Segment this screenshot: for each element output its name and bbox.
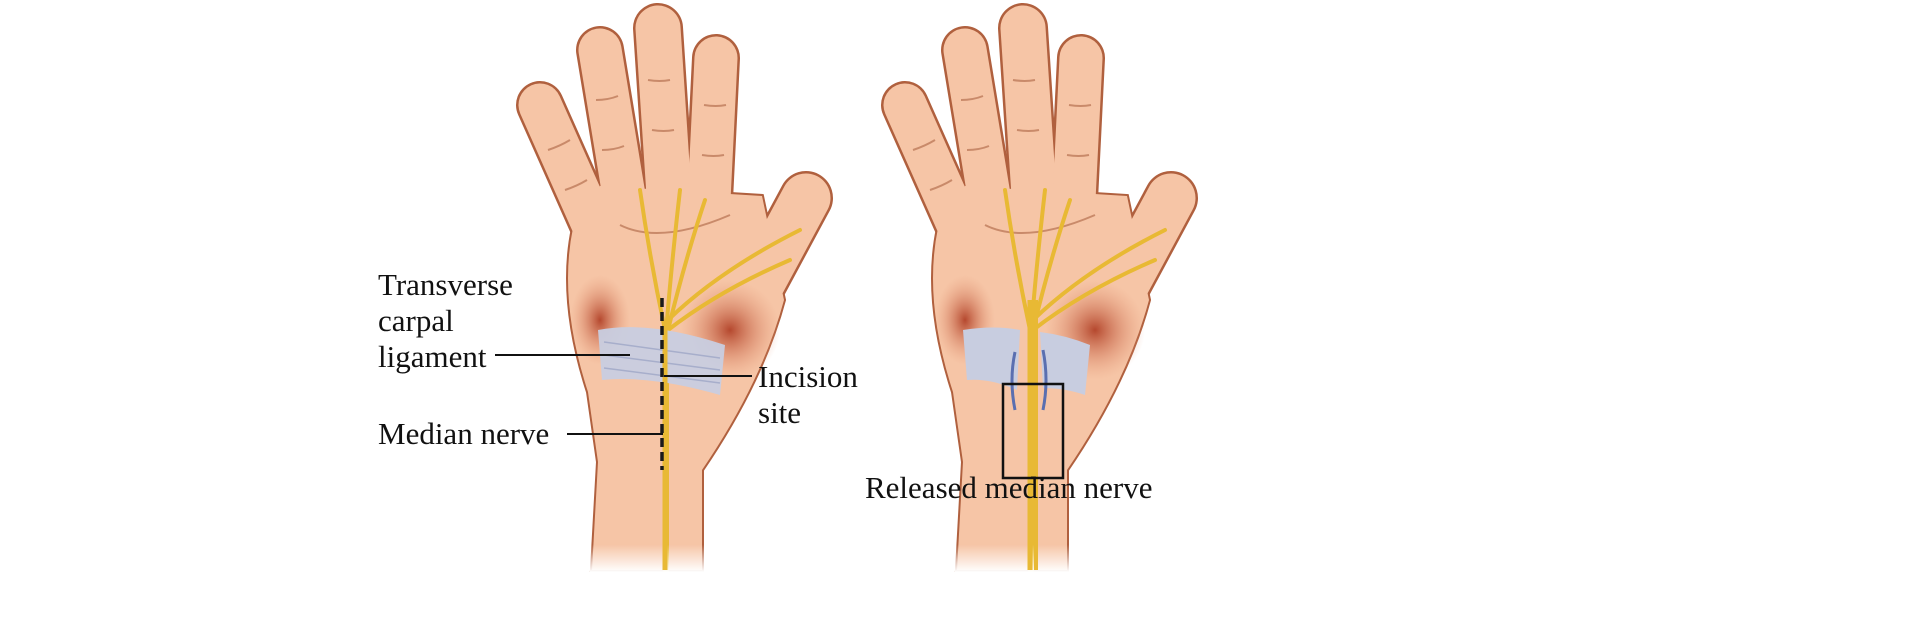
left-hand (495, 28, 806, 572)
incision-label-line1: Incision (758, 359, 858, 394)
ligament-label-line1: Transverse (378, 267, 513, 302)
released-ligament-left (963, 327, 1020, 390)
released-ligament-right (1040, 332, 1090, 395)
right-hand (905, 28, 1171, 572)
release-highlight-box (1001, 382, 1065, 480)
incision-label-line2: site (758, 395, 802, 430)
ligament-label-line2: carpal (378, 303, 454, 338)
released-nerve-caption: Released median nerve (865, 470, 1153, 505)
incision-label: Incision site (758, 359, 858, 431)
ligament-label-line3: ligament (378, 339, 487, 374)
ligament-label: Transverse carpal ligament (378, 267, 513, 375)
median-nerve-label: Median nerve (378, 416, 550, 451)
